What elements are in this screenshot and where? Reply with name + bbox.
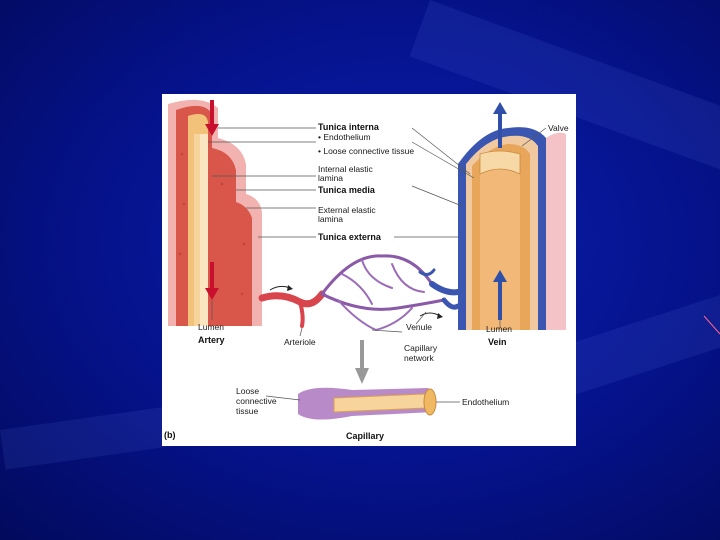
label-endothelium: Endothelium (462, 397, 509, 407)
label-lumen-artery: Lumen (198, 322, 224, 332)
label-tunica-interna: Tunica interna (318, 122, 380, 132)
label-lamina-internal: lamina (318, 173, 343, 183)
label-tunica-media: Tunica media (318, 185, 376, 195)
label-valve: Valve (548, 123, 569, 133)
label-lamina-external: lamina (318, 214, 343, 224)
label-artery: Artery (198, 335, 225, 345)
label-venule: Venule (406, 322, 432, 332)
label-capillary: Capillary (346, 431, 384, 441)
flow-arrow (269, 285, 291, 291)
label-external-elastic: External elastic (318, 205, 376, 215)
capillary-network (258, 254, 461, 331)
label-loose-3: tissue (236, 406, 258, 416)
label-loose-ct-bullet: • Loose connective tissue (318, 146, 414, 156)
flow-arrow-head (437, 313, 443, 319)
label-loose-2: connective (236, 396, 277, 406)
artery-illustration (168, 99, 262, 326)
label-lumen-vein: Lumen (486, 324, 512, 334)
magnify-arrow-head (355, 368, 369, 384)
label-tunica-externa: Tunica externa (318, 232, 382, 242)
panel-letter: (b) (164, 430, 176, 440)
flow-arrow-head (287, 285, 293, 291)
label-arteriole: Arteriole (284, 337, 316, 347)
blood-vessel-diagram: Tunica interna • Endothelium • Loose con… (162, 94, 576, 446)
vein-illustration (458, 102, 566, 330)
capillary-illustration (298, 387, 437, 420)
label-internal-elastic: Internal elastic (318, 164, 374, 174)
label-loose-1: Loose (236, 386, 259, 396)
label-vein: Vein (488, 337, 507, 347)
label-capillary-network-2: network (404, 353, 435, 363)
label-endothelium-bullet: • Endothelium (318, 132, 371, 142)
label-capillary-network-1: Capillary (404, 343, 438, 353)
